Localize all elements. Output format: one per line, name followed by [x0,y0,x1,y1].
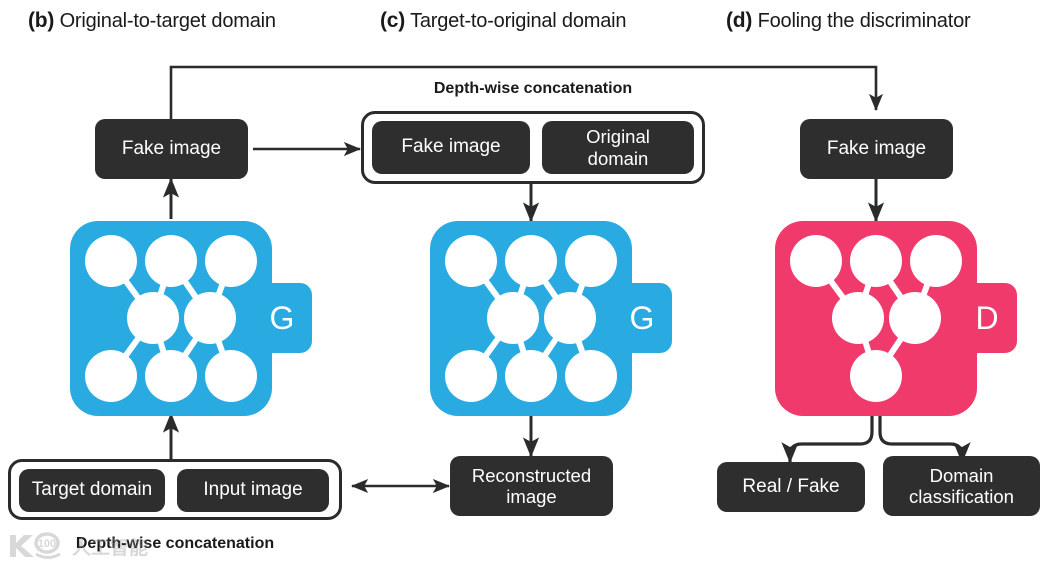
generator-block-b: G [70,221,315,416]
box-target-domain: Target domain [19,469,165,512]
panel-title-b: (b) Original-to-target domain [28,9,276,33]
box-input-image: Input image [177,469,329,512]
concat-group-b: Target domain Input image [8,459,342,520]
arrow-discriminator-to-real-fake [781,412,874,464]
generator-label-c: G [630,300,655,336]
svg-text:人工智能: 人工智能 [72,536,148,559]
concat-label-b: Depth-wise concatenation [75,535,275,552]
panel-title-d: (d) Fooling the discriminator [726,9,971,33]
box-original-domain: Original domain [542,121,694,174]
svg-text:100: 100 [38,538,56,550]
discriminator-label: D [975,300,998,336]
panel-heading-b: Original-to-target domain [59,10,276,32]
panel-tag-b: (b) [28,9,55,32]
box-real-fake: Real / Fake [717,462,865,512]
generator-block-c: G [430,221,675,416]
box-reconstructed-image: Reconstructed image [450,456,613,516]
concat-label-c: Depth-wise concatenation [433,80,633,97]
panel-title-c: (c) Target-to-original domain [380,9,627,33]
watermark: 100 人工智能 [6,529,176,563]
panel-tag-d: (d) [726,9,753,32]
box-domain-classification: Domain classification [883,456,1040,516]
panel-tag-c: (c) [380,9,406,32]
concat-group-c: Fake image Original domain [361,111,705,184]
generator-label-b: G [270,300,295,336]
box-d-fake-image: Fake image [800,119,953,179]
box-c-fake-image: Fake image [372,121,530,174]
box-b-fake-image: Fake image [95,119,248,179]
panel-heading-d: Fooling the discriminator [757,10,971,32]
arrow-discriminator-to-domain-classification [878,412,971,464]
panel-heading-c: Target-to-original domain [410,10,627,32]
discriminator-block: D [775,221,1020,416]
